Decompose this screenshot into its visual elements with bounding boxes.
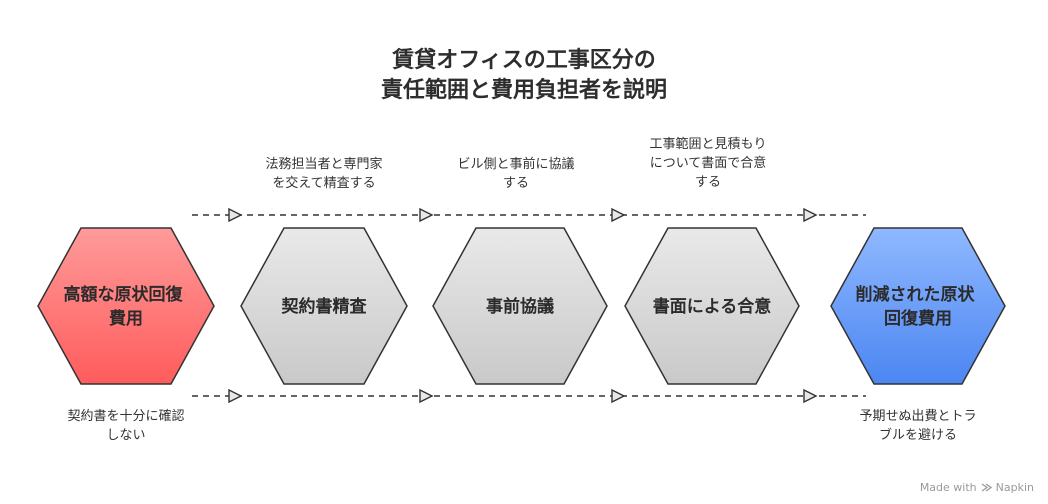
annotation-line: ブルを避ける: [878, 428, 957, 443]
arrow-head-icon: [803, 388, 818, 404]
stage-hexagon: [830, 227, 1006, 385]
arrow-head-icon: [419, 388, 434, 404]
svg-text:高額な原状回復 費用: 高額な原状回復 費用: [64, 284, 189, 329]
title-line-1: 賃貸オフィスの工事区分の: [392, 48, 656, 73]
stage-label-line-1: 削減された原状: [856, 284, 976, 305]
svg-text:書面による合意: 書面による合意: [653, 296, 772, 317]
stage-label-line-1: 書面による合意: [653, 296, 772, 317]
annotation-line: を交えて精査する: [272, 176, 376, 191]
stage-end: 削減された原状 回復費用: [830, 227, 1006, 385]
stage-hexagon: [240, 227, 408, 385]
arrow-head-icon: [803, 207, 818, 223]
made-with-napkin[interactable]: Made with Napkin: [920, 481, 1034, 494]
annotation-line: 契約書を十分に確認: [67, 409, 185, 424]
top-annotation-1: 法務担当者と専門家 を交えて精査する: [244, 155, 404, 193]
napkin-logo-icon: [981, 483, 992, 492]
stage-label-line-1: 高額な原状回復: [64, 284, 184, 305]
stage-hexagon: [432, 227, 608, 385]
annotation-line: する: [502, 176, 529, 191]
annotation-line: する: [694, 175, 721, 190]
annotation-line: しない: [106, 428, 146, 443]
stage-hexagon: [624, 227, 800, 385]
annotation-line: について書面で合意: [649, 156, 767, 171]
arrow-head-icon: [611, 207, 626, 223]
diagram-title: 賃貸オフィスの工事区分の 責任範囲と費用負担者を説明: [0, 46, 1048, 106]
arrow-head-icon: [228, 207, 243, 223]
napkin-brand: Napkin: [995, 481, 1034, 494]
stage-label-line-1: 事前協議: [486, 296, 554, 317]
made-with-text: Made with: [919, 481, 977, 494]
title-line-2: 責任範囲と費用負担者を説明: [380, 78, 667, 103]
annotation-line: ビル側と事前に協議: [457, 157, 575, 172]
arrow-head-icon: [419, 207, 434, 223]
stage-hexagon: [37, 227, 215, 385]
stage-written-agreement: 書面による合意: [624, 227, 800, 385]
top-annotation-2: ビル側と事前に協議 する: [436, 155, 596, 193]
stage-contract-review: 契約書精査: [240, 227, 408, 385]
annotation-line: 法務担当者と専門家: [265, 157, 383, 172]
stage-label-line-2: 回復費用: [884, 308, 952, 329]
bottom-annotation-right: 予期せぬ出費とトラ ブルを避ける: [838, 407, 998, 445]
stage-label-line-1: 契約書精査: [281, 296, 368, 317]
bottom-annotation-left: 契約書を十分に確認 しない: [46, 407, 206, 445]
svg-text:契約書精査: 契約書精査: [281, 296, 368, 317]
annotation-line: 予期せぬ出費とトラ: [859, 409, 977, 424]
svg-text:削減された原状 回復費用: 削減された原状 回復費用: [856, 284, 981, 329]
annotation-line: 工事範囲と見積もり: [649, 137, 767, 152]
arrow-head-icon: [228, 388, 243, 404]
top-annotation-3: 工事範囲と見積もり について書面で合意 する: [628, 135, 788, 192]
svg-text:事前協議: 事前協議: [486, 296, 554, 317]
stage-label-line-2: 費用: [109, 308, 143, 329]
arrow-head-icon: [611, 388, 626, 404]
stage-prior-consultation: 事前協議: [432, 227, 608, 385]
stage-start: 高額な原状回復 費用: [37, 227, 215, 385]
